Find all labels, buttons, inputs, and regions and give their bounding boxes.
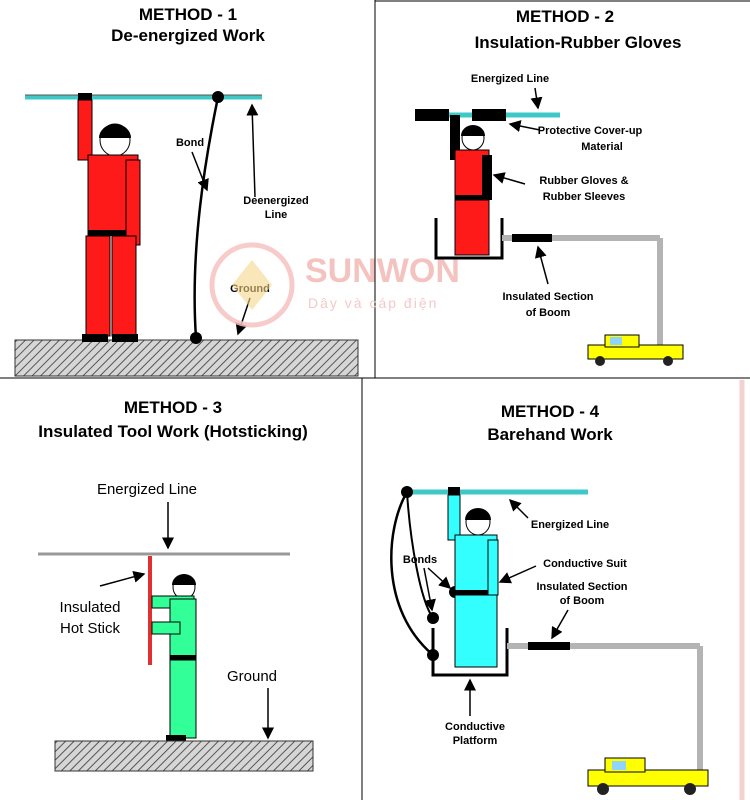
label-boom-4-1: Insulated Section — [536, 581, 627, 593]
panel-method-1: METHOD - 1 De-energized Work Bond Deener… — [14, 5, 359, 377]
label-cover-1: Protective Cover-up — [538, 125, 643, 137]
worker-red — [77, 93, 141, 342]
bond-clamp-ground — [190, 332, 202, 344]
label-cover-2: Material — [581, 141, 623, 153]
cover-up-left — [415, 109, 449, 121]
label-gloves-1: Rubber Gloves & — [539, 175, 628, 187]
ground-slab-3 — [54, 740, 314, 772]
truck-2 — [587, 334, 684, 366]
panel-method-4: METHOD - 4 Barehand Work Energized Line … — [390, 402, 709, 795]
label-bonds: Bonds — [403, 554, 437, 566]
cover-up-right — [472, 109, 506, 121]
panel-method-2: METHOD - 2 Insulation-Rubber Gloves Ener… — [415, 7, 684, 366]
ground-slab — [14, 339, 359, 377]
worker-cyan — [447, 487, 499, 668]
insulated-section-2 — [512, 234, 552, 242]
label-stick-2: Hot Stick — [60, 620, 121, 637]
insulated-section-4 — [528, 642, 570, 650]
panel-2-subtitle: Insulation-Rubber Gloves — [475, 33, 682, 52]
label-boom-4-2: of Boom — [560, 595, 605, 607]
label-energized-line-3: Energized Line — [97, 481, 197, 498]
panel-4-subtitle: Barehand Work — [487, 425, 613, 444]
label-suit: Conductive Suit — [543, 558, 627, 570]
bond-cable — [193, 96, 220, 339]
watermark-brand: SUNWON — [305, 252, 460, 290]
label-gloves-2: Rubber Sleeves — [543, 191, 626, 203]
label-ground-3: Ground — [227, 668, 277, 685]
label-energized-line-4: Energized Line — [531, 519, 609, 531]
panel-3-subtitle: Insulated Tool Work (Hotsticking) — [38, 422, 308, 441]
bucket-4 — [431, 628, 509, 677]
label-energized-line: Energized Line — [471, 73, 549, 85]
panel-3-title: METHOD - 3 — [124, 398, 222, 417]
worker-green — [151, 574, 197, 741]
truck-4 — [587, 757, 709, 795]
watermark: SUNWON Dây và cáp điện — [209, 242, 460, 328]
bond-cable-4 — [390, 491, 434, 656]
panel-1-title: METHOD - 1 — [139, 5, 237, 24]
label-stick-1: Insulated — [60, 599, 121, 616]
label-deenergized-line-2: Line — [265, 209, 288, 221]
label-boom-1: Insulated Section — [502, 291, 593, 303]
label-deenergized-line-1: Deenergized — [243, 195, 308, 207]
label-platform-2: Platform — [453, 735, 498, 747]
panel-4-title: METHOD - 4 — [501, 402, 600, 421]
label-boom-2: of Boom — [526, 307, 571, 319]
label-bond: Bond — [176, 137, 204, 149]
label-platform-1: Conductive — [445, 721, 505, 733]
worker-red-gloves — [450, 115, 492, 256]
panel-1-subtitle: De-energized Work — [111, 26, 265, 45]
panel-2-title: METHOD - 2 — [516, 7, 614, 26]
panel-method-3: METHOD - 3 Insulated Tool Work (Hotstick… — [38, 398, 314, 772]
watermark-tagline: Dây và cáp điện — [308, 295, 438, 311]
